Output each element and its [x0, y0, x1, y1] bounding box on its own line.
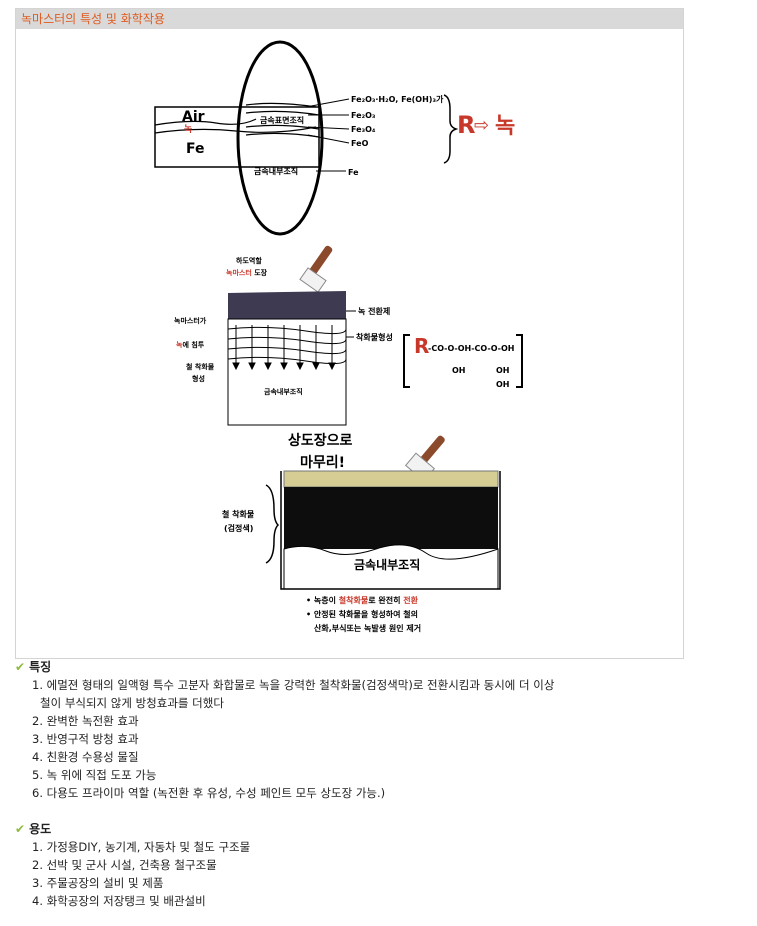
brush-icon — [299, 245, 333, 293]
inner-layer2-label: 금속내부조직 — [264, 387, 303, 396]
r-symbol: R — [457, 111, 475, 139]
list-item: 1. 가정용DIY, 농기계, 자동차 및 철도 구조물 — [15, 838, 250, 856]
note-1-d: 전환 — [403, 595, 418, 605]
penetrates-text: 에 침투 — [182, 340, 204, 349]
surface-layer-label: 금속표면조직 — [260, 115, 304, 125]
formula-oh-2: OH — [496, 366, 510, 375]
use-3: 3. 주물공장의 설비 및 제품 — [32, 876, 164, 890]
layer-diagram: Air 녹 Fe 금속표면조직 금속내부조직 Fe₂O₃·H₂O, Fe(OH)… — [154, 40, 515, 236]
iron-complex-label-b: 형성 — [192, 374, 205, 383]
uses-heading: ✔용도 — [15, 821, 250, 838]
feature-1: 1. 에멀젼 형태의 일액형 특수 고분자 화합물로 녹을 강력한 철착화물(검… — [32, 678, 555, 692]
feature-4: 4. 친환경 수용성 물질 — [32, 750, 139, 764]
fe-arrow-label: Fe — [348, 168, 359, 177]
use-2: 2. 선박 및 군사 시설, 건축용 철구조물 — [32, 858, 217, 872]
note-1-a: • 녹층이 — [306, 595, 339, 605]
iron-complex-side-b: (검정색) — [224, 523, 253, 533]
list-item: 3. 주물공장의 설비 및 제품 — [15, 874, 250, 892]
penetrates-rust: 녹 — [176, 340, 183, 349]
inner-layer-label: 금속내부조직 — [254, 166, 298, 176]
list-item: 2. 선박 및 군사 시설, 건축용 철구조물 — [15, 856, 250, 874]
inner-layer3-label: 금속내부조직 — [354, 557, 420, 572]
list-item: 1. 에멀젼 형태의 일액형 특수 고분자 화합물로 녹을 강력한 철착화물(검… — [15, 676, 554, 712]
iron-complex-label-a: 철 착화물 — [186, 362, 215, 371]
list-item: 5. 녹 위에 직접 도포 가능 — [15, 766, 554, 784]
uses-section: ✔용도 1. 가정용DIY, 농기계, 자동차 및 철도 구조물 2. 선박 및… — [15, 821, 250, 910]
list-item: 4. 화학공장의 저장탱크 및 배관설비 — [15, 892, 250, 910]
primer-diagram: 하도역할 녹마스터 도장 녹마스터가 녹에 침투 — [174, 245, 523, 426]
list-item: 6. 다용도 프라이마 역할 (녹전환 후 유성, 수성 페인트 모두 상도장 … — [15, 784, 554, 802]
penetration-arrows — [232, 325, 336, 371]
feature-3: 3. 반영구적 방청 효과 — [32, 732, 139, 746]
arrow-icon: ⇨ — [474, 115, 489, 136]
note-1: • 녹층이 철착화물로 완전히 전환 — [306, 595, 419, 605]
uses-heading-text: 용도 — [29, 822, 52, 836]
oxide-2: Fe₂O₃ — [351, 111, 376, 120]
list-item: 4. 친환경 수용성 물질 — [15, 748, 554, 766]
use-1: 1. 가정용DIY, 농기계, 자동차 및 철도 구조물 — [32, 840, 251, 854]
primer-role-label: 하도역할 — [236, 256, 262, 265]
fe-label: Fe — [186, 141, 205, 157]
note-3: 산화,부식또는 녹발생 원인 제거 — [314, 623, 421, 633]
penetrates-label-a: 녹마스터가 — [174, 316, 207, 325]
use-4: 4. 화학공장의 저장탱크 및 배관설비 — [32, 894, 206, 908]
rust-label: 녹 — [184, 124, 192, 135]
list-item: 2. 완벽한 녹전환 효과 — [15, 712, 554, 730]
check-icon: ✔ — [15, 822, 26, 836]
rust-converter-label: 녹 전환제 — [358, 306, 390, 316]
air-label: Air — [182, 109, 205, 125]
feature-6: 6. 다용도 프라이마 역할 (녹전환 후 유성, 수성 페인트 모두 상도장 … — [32, 786, 386, 800]
top-coat-label-a: 상도장으로 — [288, 432, 353, 449]
panel-title: 녹마스터의 특성 및 화학작용 — [16, 9, 683, 29]
oxide-1: Fe₂O₃·H₂O, Fe(OH)₃가 — [351, 94, 444, 104]
features-list: 1. 에멀젼 형태의 일액형 특수 고분자 화합물로 녹을 강력한 철착화물(검… — [15, 676, 554, 802]
note-1-c: 로 완전히 — [368, 595, 403, 605]
note-1-b: 철착화물 — [339, 595, 369, 605]
info-panel: 녹마스터의 특성 및 화학작용 Air 녹 Fe 금속표면조직 금속내부조직 F… — [15, 8, 684, 659]
penetrates-label: 녹에 침투 — [176, 340, 205, 349]
formula-chain: -CO-O-OH-CO-O-OH — [428, 344, 514, 353]
features-section: ✔특징 1. 에멀젼 형태의 일액형 특수 고분자 화합물로 녹을 강력한 철착… — [15, 659, 554, 802]
feature-2: 2. 완벽한 녹전환 효과 — [32, 714, 139, 728]
note-2: • 안정된 착화물을 형성하여 철의 — [306, 609, 418, 619]
feature-1-cont: 철이 부식되지 않게 방청효과를 더했다 — [40, 696, 224, 710]
formula-oh-3: OH — [496, 380, 510, 389]
primer-brand: 녹마스터 — [226, 268, 252, 277]
primer-coat-label: 녹마스터 도장 — [226, 268, 268, 277]
list-item: 3. 반영구적 방청 효과 — [15, 730, 554, 748]
primer-coat: 도장 — [252, 268, 268, 277]
top-coat-label-b: 마무리! — [300, 455, 345, 471]
topcoat-diagram: 상도장으로 마무리! 금속내부조직 철 착화물 (검정색) • 녹층이 철착화물… — [222, 432, 501, 633]
features-heading-text: 특징 — [29, 660, 52, 674]
oxide-4: FeO — [351, 139, 369, 148]
iron-complex-side-a: 철 착화물 — [222, 509, 255, 519]
complex-formation-label: 착화물형성 — [356, 332, 393, 342]
oxide-3: Fe₃O₄ — [351, 125, 376, 134]
check-icon: ✔ — [15, 660, 26, 674]
feature-5: 5. 녹 위에 직접 도포 가능 — [32, 768, 157, 782]
formula-oh-1: OH — [452, 366, 466, 375]
rust-symbol: 녹 — [495, 114, 515, 139]
formula-r: R — [414, 334, 429, 358]
uses-list: 1. 가정용DIY, 농기계, 자동차 및 철도 구조물 2. 선박 및 군사 … — [15, 838, 250, 910]
rust-conversion-diagram: Air 녹 Fe 금속표면조직 금속내부조직 Fe₂O₃·H₂O, Fe(OH)… — [154, 40, 523, 633]
features-heading: ✔특징 — [15, 659, 554, 676]
